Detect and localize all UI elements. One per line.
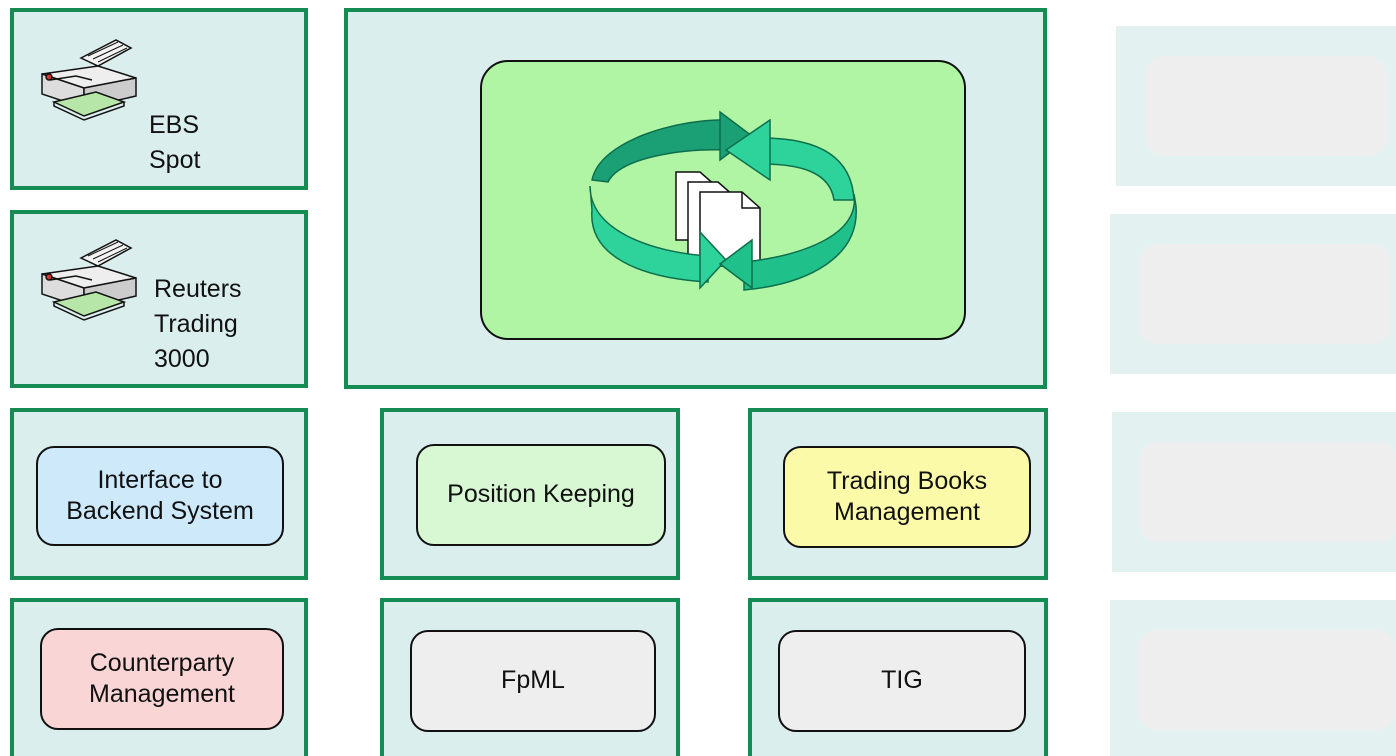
printer-icon: [41, 239, 137, 321]
placeholder-panel-4: [1110, 600, 1396, 756]
fpml-box: FpML: [410, 630, 656, 732]
placeholder-panel-1: [1116, 26, 1396, 186]
placeholder-box-3: [1140, 442, 1396, 542]
placeholder-panel-3: [1112, 412, 1396, 572]
cycle-arrows-icon: [589, 110, 857, 291]
placeholder-box-4: [1138, 630, 1394, 730]
reuters-trading-label: Reuters Trading 3000: [154, 275, 242, 373]
ebs-spot-label: EBS Spot: [149, 111, 201, 174]
position-keeping-box: Position Keeping: [416, 444, 666, 546]
tig-box: TIG: [778, 630, 1026, 732]
ebs-spot-panel: EBS Spot: [10, 8, 308, 190]
placeholder-box-1: [1146, 56, 1386, 156]
placeholder-box-2: [1140, 244, 1390, 344]
trading-books-box: Trading Books Management: [783, 446, 1031, 548]
counterparty-box: Counterparty Management: [40, 628, 284, 730]
central-process-box: [480, 60, 966, 340]
interface-to-backend-box: Interface to Backend System: [36, 446, 284, 546]
printer-icon: [41, 39, 137, 121]
placeholder-panel-2: [1110, 214, 1396, 374]
reuters-trading-panel: Reuters Trading 3000: [10, 210, 308, 388]
